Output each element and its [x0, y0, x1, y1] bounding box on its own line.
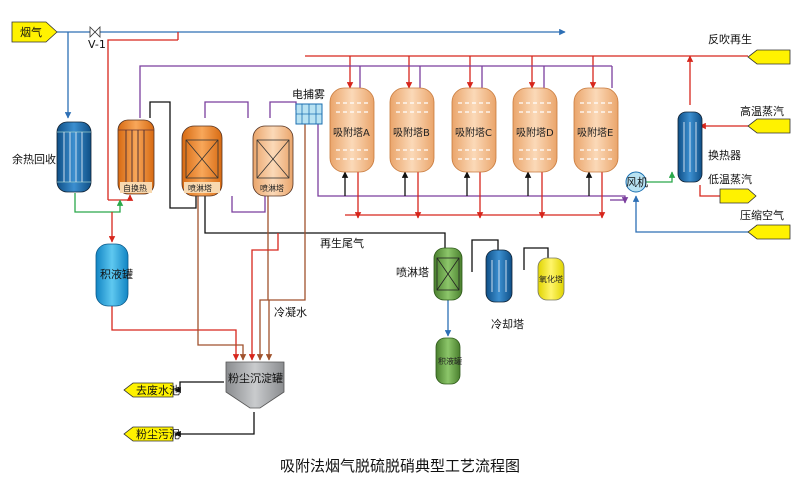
- waste-heat-exchanger: 余热回收: [12, 121, 92, 193]
- spray-tower-3: 喷淋塔: [396, 247, 463, 301]
- liquid-tank-2: 积液罐: [435, 337, 462, 385]
- svg-text:吸附塔B: 吸附塔B: [393, 126, 430, 139]
- svg-text:积液罐: 积液罐: [438, 356, 462, 366]
- svg-text:换热器: 换热器: [708, 148, 741, 162]
- liquid-tank-1: 积液罐: [95, 243, 133, 307]
- condensate-label: 冷凝水: [274, 305, 307, 319]
- hp-steam-tag: 高温蒸汽: [740, 104, 791, 134]
- svg-text:冷却塔: 冷却塔: [491, 318, 524, 331]
- self-heat-exchanger: 自换热: [117, 119, 155, 195]
- svg-text:V-1: V-1: [88, 38, 106, 51]
- svg-text:氧化塔: 氧化塔: [539, 274, 563, 284]
- svg-text:高温蒸汽: 高温蒸汽: [740, 104, 784, 118]
- svg-text:反吹再生: 反吹再生: [708, 32, 752, 46]
- heat-exchanger: 换热器: [677, 111, 741, 183]
- dust-sedimentation-tank: 粉尘沉淀罐: [225, 361, 285, 409]
- svg-text:余热回收: 余热回收: [12, 152, 56, 166]
- svg-text:积液罐: 积液罐: [100, 267, 133, 281]
- pipes: [57, 28, 752, 438]
- svg-text:吸附塔E: 吸附塔E: [577, 126, 613, 139]
- svg-text:喷淋塔: 喷淋塔: [260, 183, 284, 193]
- svg-text:压缩空气: 压缩空气: [740, 208, 784, 222]
- valve-v1: V-1: [88, 26, 106, 51]
- adsorber-a: 吸附塔A: [329, 87, 375, 173]
- lp-steam-tag: 低温蒸汽: [708, 172, 757, 204]
- svg-text:自换热: 自换热: [123, 183, 147, 193]
- svg-text:喷淋塔: 喷淋塔: [188, 183, 212, 193]
- electrostatic-precipitator: 电捕雾: [292, 87, 325, 125]
- compressed-air-tag: 压缩空气: [740, 208, 791, 240]
- svg-text:去废水池: 去废水池: [136, 383, 180, 397]
- svg-text:吸附塔A: 吸附塔A: [333, 126, 370, 139]
- adsorber-e: 吸附塔E: [573, 87, 619, 173]
- svg-text:吸附塔D: 吸附塔D: [516, 126, 554, 139]
- svg-text:粉尘沉淀罐: 粉尘沉淀罐: [228, 371, 283, 385]
- svg-text:吸附塔C: 吸附塔C: [455, 126, 492, 139]
- oxidation-tower: 氧化塔: [537, 257, 565, 301]
- svg-text:低温蒸汽: 低温蒸汽: [708, 172, 752, 186]
- svg-text:风机: 风机: [626, 175, 648, 189]
- dust-sludge-output: 粉尘污泥: [123, 426, 180, 442]
- backflush-regen-tag: 反吹再生: [708, 32, 791, 65]
- spray-tower-1: 喷淋塔: [181, 125, 223, 197]
- svg-text:烟气: 烟气: [20, 25, 42, 39]
- svg-text:喷淋塔: 喷淋塔: [396, 266, 429, 279]
- adsorber-c: 吸附塔C: [451, 87, 497, 173]
- flue-gas-tag: 烟气: [11, 21, 58, 43]
- adsorber-b: 吸附塔B: [389, 87, 435, 173]
- svg-text:电捕雾: 电捕雾: [292, 87, 325, 101]
- fan: 风机: [625, 171, 648, 193]
- svg-text:粉尘污泥: 粉尘污泥: [136, 428, 180, 441]
- diagram-title: 吸附法烟气脱硫脱硝典型工艺流程图: [280, 457, 520, 475]
- cooling-tower: 冷却塔: [485, 249, 524, 331]
- adsorber-d: 吸附塔D: [512, 87, 558, 173]
- regen-tail-gas-label: 再生尾气: [320, 236, 364, 250]
- waste-water-output: 去废水池: [123, 382, 180, 398]
- spray-tower-2: 喷淋塔: [252, 125, 294, 197]
